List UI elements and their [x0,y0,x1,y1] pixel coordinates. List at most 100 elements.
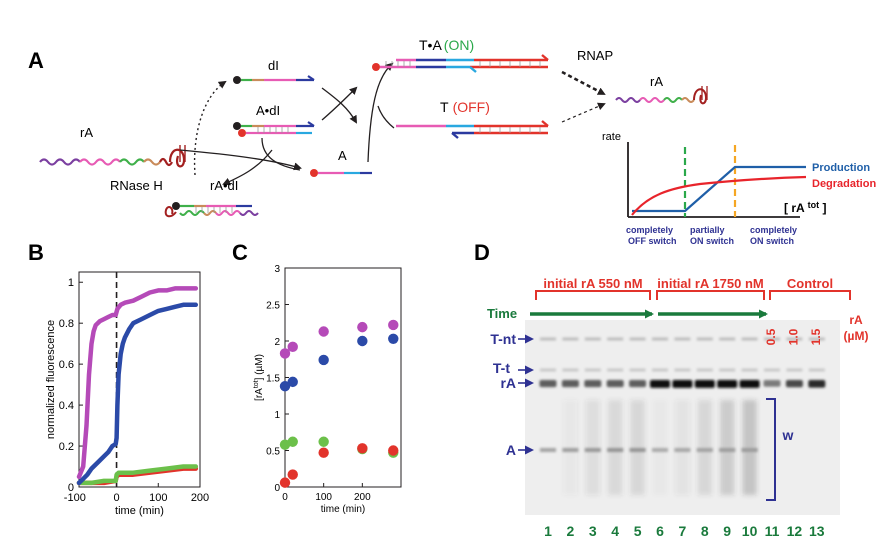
x-tick-label: 0 [282,492,288,503]
A-dI-label: A•dI [256,103,280,118]
band-T-nt [786,337,803,341]
band-T-nt [562,337,579,341]
production-label: Production [812,162,870,174]
rnap-arrow-off [561,102,606,123]
band-T-t [652,368,668,372]
lane-number: 13 [809,523,825,539]
y-tick-label: 1.5 [266,374,280,385]
lane-number: 3 [589,523,597,539]
panel-label-a: A [28,48,44,73]
T-template [396,120,549,139]
band-rA [808,380,826,388]
point-magenta [357,321,368,333]
point-magenta [318,326,329,337]
band-T-t [786,368,803,372]
band-T-t [540,368,556,372]
group-bracket [656,290,765,300]
dI-strand [233,75,315,84]
dI-label: dI [268,58,279,73]
band-A [696,448,713,452]
rate-axis-label: rate [602,131,621,143]
band-T-nt [719,337,736,341]
band-A [584,448,601,452]
band-A [741,448,758,452]
plot-b-frame [78,271,201,488]
band-A [719,448,736,452]
A-strand [310,169,372,177]
band-label: A [506,442,516,458]
band-rA [739,380,760,388]
band-T-t [562,368,579,372]
band-T-nt [674,337,691,341]
point-magenta [279,348,291,359]
production-curve [632,165,806,213]
rnap-label: RNAP [577,48,613,63]
band-T-nt [629,337,646,341]
group-label: Control [787,276,833,291]
lane-number: 5 [634,523,642,539]
smear [630,400,645,495]
control-concentration: 1.5 [809,328,823,345]
band-T-t [607,368,624,372]
band-T-nt [696,337,713,341]
band-T-t [764,368,780,372]
smear [585,400,600,495]
band-label: rA [500,375,516,391]
band-rA [763,380,781,387]
y-tick-label: 3 [274,264,280,275]
smear [563,400,578,495]
T-label: T(OFF) [440,99,490,115]
lane-number: 11 [765,523,780,539]
time-label: Time [487,306,517,321]
band-rA [694,380,715,388]
x-tick-label: 0 [113,492,119,504]
smear [742,400,757,495]
y-tick-label: 0.8 [59,318,74,330]
conc-unit-label: (µM) [844,329,869,343]
band-T-nt [808,337,825,341]
rA-dI-label: rA•dI [210,178,238,193]
point-blue [287,376,298,388]
point-blue [279,381,291,392]
band-A [562,448,579,452]
band-A [607,448,624,452]
panel-label-c: C [232,240,248,265]
x-tick-label: 100 [315,492,332,503]
TA-label: T•A(ON) [419,37,474,53]
smear [675,400,690,495]
band-A [540,448,556,452]
band-T-t [584,368,601,372]
band-T-nt [607,337,624,341]
x-axis-label: time (min) [115,505,164,517]
point-blue [388,333,399,345]
degradation-label: Degradation [812,178,876,190]
control-concentration: 1.0 [786,328,800,345]
rA-strand-product [615,86,708,105]
point-red [388,445,399,456]
A-label: A [338,148,347,163]
band-label: T-t [493,360,510,376]
y-axis-label: [rAtot] (µM) [253,354,265,401]
band-rA [785,380,803,388]
x-tick-label: 100 [149,492,167,504]
y-tick-label: 0.2 [59,441,74,453]
band-T-t [808,368,825,372]
lane-number: 6 [656,523,664,539]
band-T-t [719,368,736,372]
band-T-nt [741,337,758,341]
x-axis-label: time (min) [321,504,365,515]
point-red [287,469,298,480]
point-blue [318,354,329,366]
A-dI-complex [233,121,315,137]
A-to-TA-arrow [367,62,394,163]
band-T-t [696,368,713,372]
T-to-A-arrow [377,105,395,129]
lane-number: 1 [544,523,552,539]
panel-label-d: D [474,240,490,265]
smear [697,400,712,495]
smear [608,400,623,495]
